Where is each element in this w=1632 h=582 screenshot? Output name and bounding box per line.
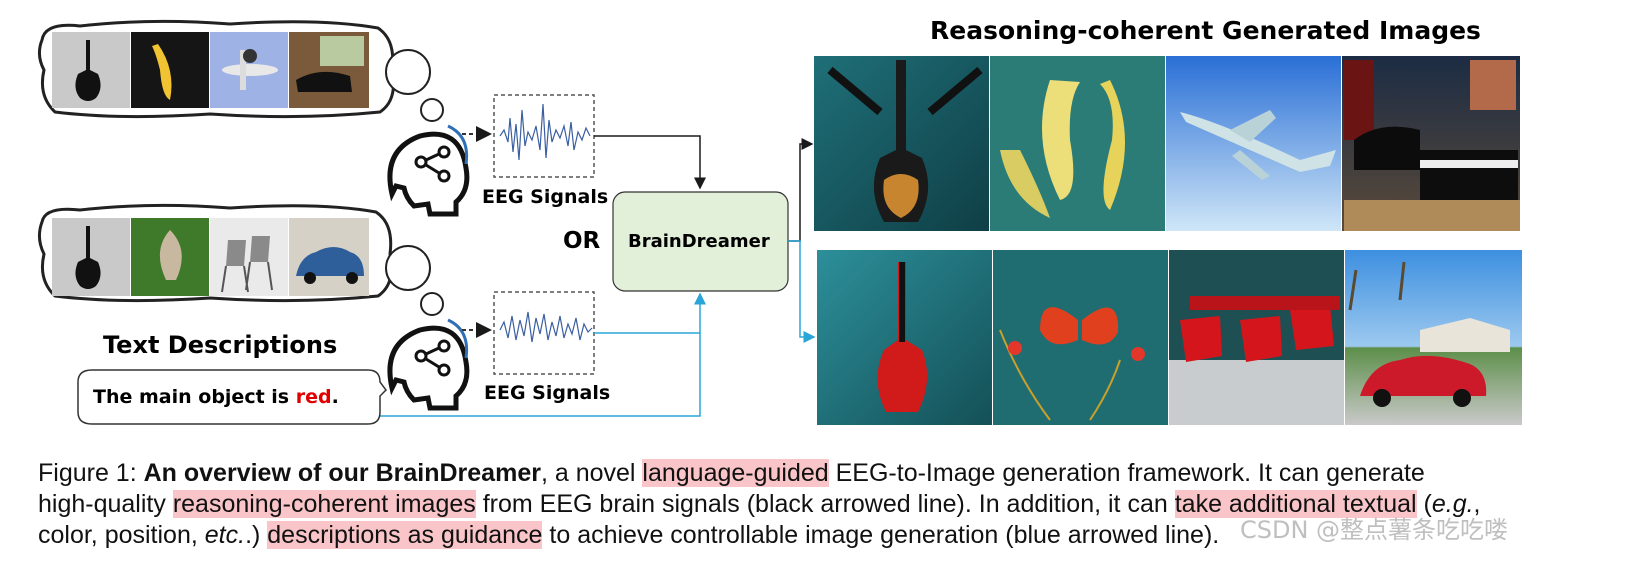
bottom-stimulus-butterfly bbox=[131, 218, 209, 296]
caption-italic: e.g. bbox=[1431, 490, 1474, 518]
caption-fig-label: Figure 1: bbox=[38, 459, 144, 487]
text-description-bubble bbox=[77, 369, 387, 425]
caption-line-2: high-quality reasoning-coherent images f… bbox=[38, 489, 1598, 520]
bottom-head-icon bbox=[387, 318, 470, 411]
generated-bottom-red-guitar bbox=[817, 250, 992, 425]
top-stimulus-piano bbox=[289, 32, 369, 108]
text-description-prefix: The main object is bbox=[93, 386, 296, 408]
top-head-icon bbox=[387, 124, 470, 217]
text-description-content: The main object is red. bbox=[93, 386, 339, 408]
top-thought-cloud bbox=[37, 19, 395, 119]
text-description-keyword: red bbox=[295, 386, 332, 408]
generated-top-piano bbox=[1342, 56, 1520, 231]
caption-text: .) bbox=[245, 521, 268, 549]
caption-text: , a novel bbox=[540, 459, 643, 487]
csdn-watermark: CSDN @整点薯条吃吃喽 bbox=[1240, 516, 1509, 544]
top-stimulus-airplane bbox=[210, 32, 288, 108]
bottom-thought-bubbles bbox=[385, 245, 444, 316]
eeg-label-top: EEG Signals bbox=[482, 186, 609, 208]
generated-images-title: Reasoning-coherent Generated Images bbox=[930, 16, 1481, 45]
caption-line-3: color, position, etc..) descriptions as … bbox=[38, 520, 1598, 551]
caption-text: , bbox=[1473, 490, 1481, 518]
caption-text: ( bbox=[1416, 490, 1432, 518]
text-to-model-arrow bbox=[340, 333, 701, 417]
top-stimulus-banana bbox=[131, 32, 209, 108]
caption-highlight-additional-textual: take additional textual bbox=[1174, 490, 1417, 518]
bottom-stimulus-chairs bbox=[210, 218, 288, 296]
generated-bottom-red-butterfly bbox=[993, 250, 1168, 425]
text-descriptions-title: Text Descriptions bbox=[103, 331, 338, 359]
caption-text: color, position, bbox=[38, 521, 205, 549]
model-to-output-bottom-arrow bbox=[788, 240, 816, 343]
generated-bottom-red-chairs bbox=[1169, 250, 1344, 425]
top-eeg-to-model-arrow bbox=[594, 135, 706, 190]
caption-highlight-reasoning-coherent: reasoning-coherent images bbox=[172, 490, 476, 518]
caption-line-1: Figure 1: An overview of our BrainDreame… bbox=[38, 458, 1598, 489]
caption-text: to achieve controllable image generation… bbox=[542, 521, 1220, 549]
caption-italic: etc. bbox=[204, 521, 246, 549]
or-label: OR bbox=[563, 228, 601, 254]
eeg-label-bottom: EEG Signals bbox=[484, 382, 611, 404]
generated-top-banana bbox=[990, 56, 1165, 231]
top-thought-bubbles bbox=[385, 49, 444, 122]
top-eeg-signal-box bbox=[493, 94, 595, 178]
caption-text: from EEG brain signals (black arrowed li… bbox=[475, 490, 1175, 518]
model-to-output-top-arrow bbox=[788, 138, 814, 242]
caption-highlight-language-guided: language-guided bbox=[642, 459, 829, 487]
bottom-stimulus-guitar bbox=[52, 218, 130, 296]
text-description-suffix: . bbox=[331, 386, 339, 408]
caption-highlight-descriptions-guidance: descriptions as guidance bbox=[267, 521, 543, 549]
top-stimulus-guitar bbox=[52, 32, 130, 108]
bottom-eeg-signal-box bbox=[493, 291, 595, 375]
braindreamer-label: BrainDreamer bbox=[628, 231, 770, 252]
caption-text: high-quality bbox=[38, 490, 173, 518]
figure-caption: Figure 1: An overview of our BrainDreame… bbox=[38, 458, 1598, 551]
caption-text: EEG-to-Image generation framework. It ca… bbox=[828, 459, 1425, 487]
generated-bottom-red-car bbox=[1345, 250, 1522, 425]
caption-bold-title: An overview of our BrainDreamer bbox=[143, 459, 541, 487]
bottom-thought-cloud bbox=[37, 203, 393, 303]
bottom-eeg-to-model-arrow bbox=[594, 292, 706, 334]
bottom-stimulus-car bbox=[289, 218, 369, 296]
generated-top-airplane bbox=[1166, 56, 1341, 231]
generated-top-guitar bbox=[814, 56, 989, 231]
